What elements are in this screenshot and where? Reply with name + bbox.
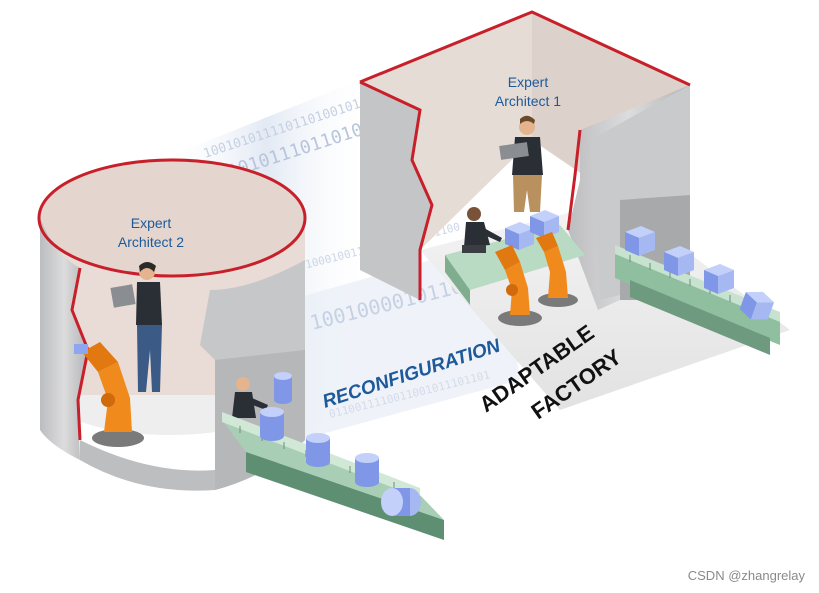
- cube: [704, 264, 734, 294]
- cylinder-part: [306, 433, 330, 467]
- expert-architect-2-label: Expert: [131, 215, 172, 231]
- cube: [625, 226, 655, 256]
- watermark: CSDN @zhangrelay: [688, 568, 806, 583]
- cylinder-part: [260, 407, 284, 441]
- expert-architect-2-label: Architect 2: [118, 234, 184, 250]
- cube: [664, 246, 694, 276]
- conveyor-left: [222, 412, 444, 540]
- cylinder-part: [355, 453, 379, 487]
- expert-architect-1-label: Expert: [508, 74, 549, 90]
- cylinder-part: [381, 488, 421, 516]
- laptop-icon: [110, 284, 135, 308]
- cylinder-part: [274, 372, 292, 404]
- expert-architect-1-label: Architect 1: [495, 93, 561, 109]
